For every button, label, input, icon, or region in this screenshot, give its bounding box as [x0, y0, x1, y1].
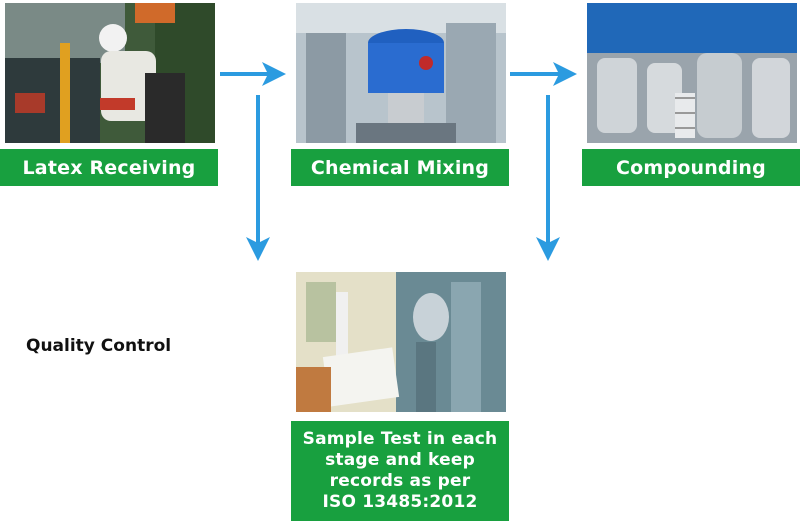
latex-receiving-label: Latex Receiving [0, 149, 218, 186]
sample-test-label: Sample Test in each stage and keep recor… [291, 421, 509, 521]
compounding-label: Compounding [582, 149, 800, 186]
chemical-mixing-label: Chemical Mixing [291, 149, 509, 186]
sample-test-line-1: Sample Test in each [302, 429, 498, 449]
chemical-mixing-photo [296, 3, 506, 143]
sample-test-line-3: records as per [329, 471, 471, 491]
compounding-photo [587, 3, 797, 143]
sample-test-line-2: stage and keep [325, 450, 475, 470]
quality-control-heading: Quality Control [26, 336, 172, 356]
quality-control-photo [296, 272, 506, 412]
latex-receiving-photo [5, 3, 215, 143]
sample-test-line-4: ISO 13485:2012 [322, 492, 478, 512]
